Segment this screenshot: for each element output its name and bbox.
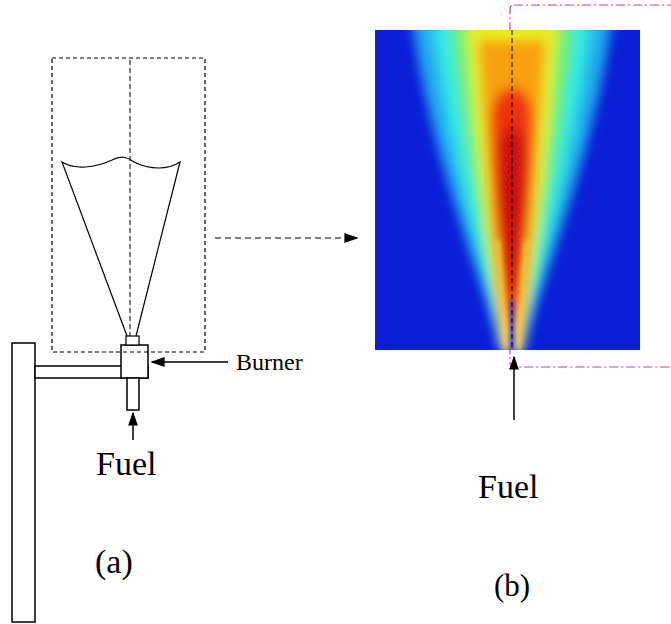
- stand-post: [12, 343, 35, 622]
- flame-layer: [466, 30, 558, 350]
- part-name: Fuel: [478, 470, 538, 504]
- pointer-arrow: [152, 361, 228, 363]
- part-name: Burner: [236, 350, 303, 374]
- flame-layer: [432, 30, 592, 350]
- part-name: Fuel: [96, 447, 156, 481]
- flame-outline: [62, 157, 180, 336]
- panel-label: (a): [95, 545, 133, 579]
- flame-layer: [412, 30, 612, 350]
- fuel-arrow: [513, 357, 515, 420]
- flame-root: [519, 240, 526, 350]
- burner-block: [121, 345, 148, 378]
- view-box: [52, 58, 205, 352]
- flame-layer: [450, 30, 574, 350]
- flame-root: [498, 240, 505, 350]
- axis-line: [512, 30, 513, 350]
- axis-line: [130, 60, 131, 336]
- nozzle: [126, 336, 139, 345]
- panel-label: (b): [494, 570, 530, 601]
- fuel-arrow: [132, 413, 134, 440]
- zoom-arrow: [215, 237, 357, 238]
- fuel-tube: [127, 378, 139, 410]
- flame-image: [375, 30, 640, 350]
